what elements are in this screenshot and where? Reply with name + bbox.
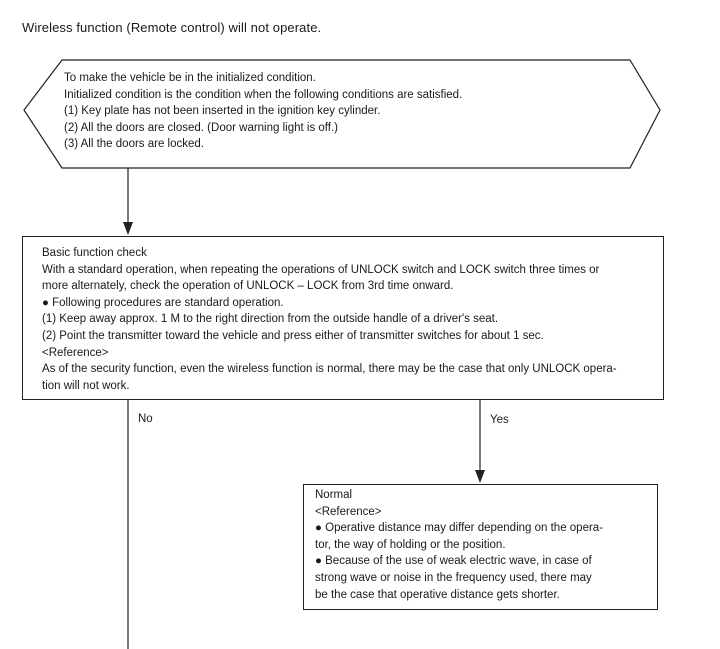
check-line: (1) Keep away approx. 1 M to the right d…	[42, 313, 499, 326]
check-line: As of the security function, even the wi…	[42, 363, 617, 376]
check-line: <Reference>	[42, 346, 109, 359]
normal-line: ● Operative distance may differ dependin…	[315, 522, 604, 535]
normal-line: ● Because of the use of weak electric wa…	[315, 555, 592, 568]
normal-line: Normal	[315, 489, 353, 501]
check-line: (2) Point the transmitter toward the veh…	[42, 329, 544, 342]
hex-line: To make the vehicle be in the initialize…	[64, 72, 316, 84]
arrowhead-to-normal	[475, 470, 485, 483]
branch-label-no: No	[138, 413, 153, 425]
normal-result-text: Normal <Reference> ● Operative distance …	[315, 487, 645, 603]
hex-line: Initialized condition is the condition w…	[64, 88, 463, 101]
check-line: ● Following procedures are standard oper…	[42, 296, 284, 309]
check-line: more alternately, check the operation of…	[42, 280, 454, 293]
normal-line: strong wave or noise in the frequency us…	[315, 571, 592, 584]
normal-result-box	[303, 484, 658, 610]
hex-line: (2) All the doors are closed. (Door warn…	[64, 121, 338, 134]
normal-line: <Reference>	[315, 505, 382, 518]
branch-label-yes: Yes	[490, 414, 509, 426]
check-line: With a standard operation, when repeatin…	[42, 263, 600, 276]
initial-condition-hexagon	[23, 59, 661, 169]
normal-line: be the case that operative distance gets…	[315, 588, 560, 601]
arrowhead-to-check	[123, 222, 133, 235]
hex-line: (3) All the doors are locked.	[64, 138, 204, 151]
initial-condition-text: To make the vehicle be in the initialize…	[64, 70, 462, 153]
page-title: Wireless function (Remote control) will …	[22, 20, 322, 35]
check-line: tion will not work.	[42, 379, 130, 392]
normal-line: tor, the way of holding or the position.	[315, 538, 506, 551]
check-line: Basic function check	[42, 247, 147, 259]
hex-line: (1) Key plate has not been inserted in t…	[64, 105, 381, 118]
basic-function-check-text: Basic function check With a standard ope…	[42, 245, 654, 394]
basic-function-check-box	[22, 236, 664, 400]
